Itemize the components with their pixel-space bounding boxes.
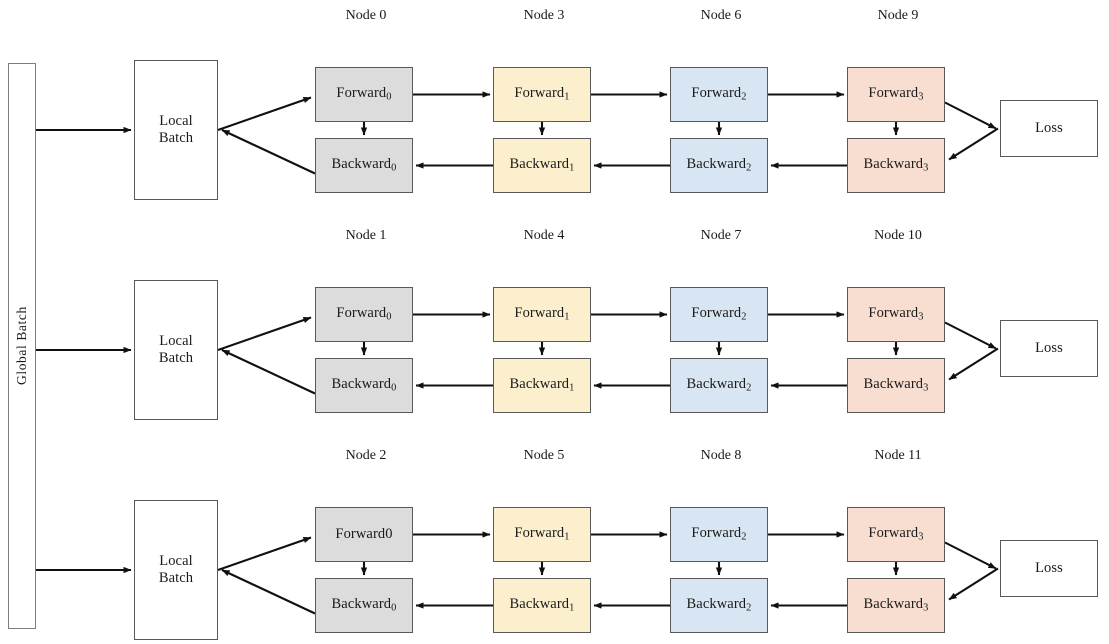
backward-label: Backward2 (686, 596, 752, 614)
forward-box: Forward2 (670, 507, 768, 562)
forward-box: Forward0 (315, 507, 413, 562)
forward-label: Forward0 (335, 525, 393, 542)
backward-label: Backward0 (331, 596, 397, 614)
forward-label: Forward3 (868, 85, 924, 103)
forward-label: Forward1 (514, 525, 570, 543)
backward-box: Backward0 (315, 358, 413, 413)
forward-box: Forward3 (847, 287, 945, 342)
forward-box: Forward3 (847, 507, 945, 562)
node-label: Node 1 (345, 228, 387, 243)
local-batch-box: Local Batch (134, 280, 218, 420)
forward-box: Forward2 (670, 287, 768, 342)
forward-label: Forward2 (691, 85, 747, 103)
forward-label: Forward2 (691, 525, 747, 543)
node-label: Node 9 (877, 8, 919, 23)
local-batch-box: Local Batch (134, 500, 218, 640)
backward-box: Backward0 (315, 138, 413, 193)
node-label: Node 4 (523, 228, 565, 243)
node-label: Node 10 (874, 228, 922, 243)
backward-label: Backward1 (509, 156, 575, 174)
forward-box: Forward2 (670, 67, 768, 122)
backward-box: Backward3 (847, 358, 945, 413)
forward-box: Forward1 (493, 287, 591, 342)
node-label: Node 5 (523, 448, 565, 463)
backward-box: Backward3 (847, 578, 945, 633)
backward-box: Backward2 (670, 578, 768, 633)
global-batch-label: Global Batch (14, 306, 30, 386)
backward-box: Backward0 (315, 578, 413, 633)
global-batch-box: Global Batch (8, 63, 36, 629)
forward-label: Forward0 (336, 305, 392, 323)
node-label: Node 2 (345, 448, 387, 463)
backward-label: Backward0 (331, 376, 397, 394)
backward-label: Backward1 (509, 376, 575, 394)
loss-box: Loss (1000, 100, 1098, 157)
backward-box: Backward1 (493, 138, 591, 193)
forward-label: Forward1 (514, 305, 570, 323)
forward-box: Forward1 (493, 507, 591, 562)
backward-label: Backward2 (686, 376, 752, 394)
forward-box: Forward0 (315, 67, 413, 122)
backward-box: Backward3 (847, 138, 945, 193)
backward-box: Backward2 (670, 138, 768, 193)
backward-box: Backward1 (493, 578, 591, 633)
forward-box: Forward0 (315, 287, 413, 342)
loss-box: Loss (1000, 540, 1098, 597)
forward-label: Forward3 (868, 525, 924, 543)
loss-box: Loss (1000, 320, 1098, 377)
forward-label: Forward3 (868, 305, 924, 323)
backward-box: Backward2 (670, 358, 768, 413)
backward-label: Backward0 (331, 156, 397, 174)
forward-label: Forward1 (514, 85, 570, 103)
node-label: Node 6 (700, 8, 742, 23)
backward-box: Backward1 (493, 358, 591, 413)
node-label: Node 7 (700, 228, 742, 243)
backward-label: Backward3 (863, 376, 929, 394)
node-label: Node 0 (345, 8, 387, 23)
backward-label: Backward1 (509, 596, 575, 614)
forward-label: Forward0 (336, 85, 392, 103)
backward-label: Backward2 (686, 156, 752, 174)
backward-label: Backward3 (863, 156, 929, 174)
forward-label: Forward2 (691, 305, 747, 323)
backward-label: Backward3 (863, 596, 929, 614)
node-label: Node 3 (523, 8, 565, 23)
local-batch-box: Local Batch (134, 60, 218, 200)
node-label: Node 8 (700, 448, 742, 463)
forward-box: Forward1 (493, 67, 591, 122)
forward-box: Forward3 (847, 67, 945, 122)
node-label: Node 11 (874, 448, 922, 463)
